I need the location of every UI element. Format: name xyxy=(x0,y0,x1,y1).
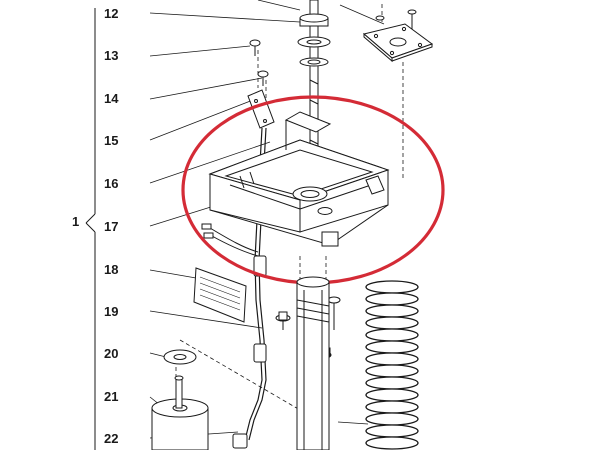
cable-connector xyxy=(232,255,267,449)
callout-17: 17 xyxy=(104,219,119,234)
callout-16: 16 xyxy=(104,176,119,191)
washer xyxy=(163,349,197,365)
assembly-number: 1 xyxy=(72,214,80,229)
callout-21: 21 xyxy=(104,389,119,404)
assembly-bracket xyxy=(85,8,96,450)
callout-18: 18 xyxy=(104,262,119,277)
motor-cylinder xyxy=(151,375,209,450)
callout-12: 12 xyxy=(104,6,119,21)
small-screws xyxy=(249,9,417,86)
callout-13: 13 xyxy=(104,48,119,63)
spring-coil xyxy=(365,280,419,450)
nut-and-washers xyxy=(297,13,331,67)
small-bracket xyxy=(247,89,275,129)
callout-22: 22 xyxy=(104,431,119,446)
wire-leads xyxy=(201,223,259,257)
callout-19: 19 xyxy=(104,304,119,319)
mounting-plate xyxy=(362,23,434,63)
label-plate xyxy=(193,267,247,323)
housing-box xyxy=(208,111,390,247)
callout-14: 14 xyxy=(104,91,119,106)
callout-15: 15 xyxy=(104,133,119,148)
guide-tubes xyxy=(296,276,330,450)
callout-20: 20 xyxy=(104,346,119,361)
